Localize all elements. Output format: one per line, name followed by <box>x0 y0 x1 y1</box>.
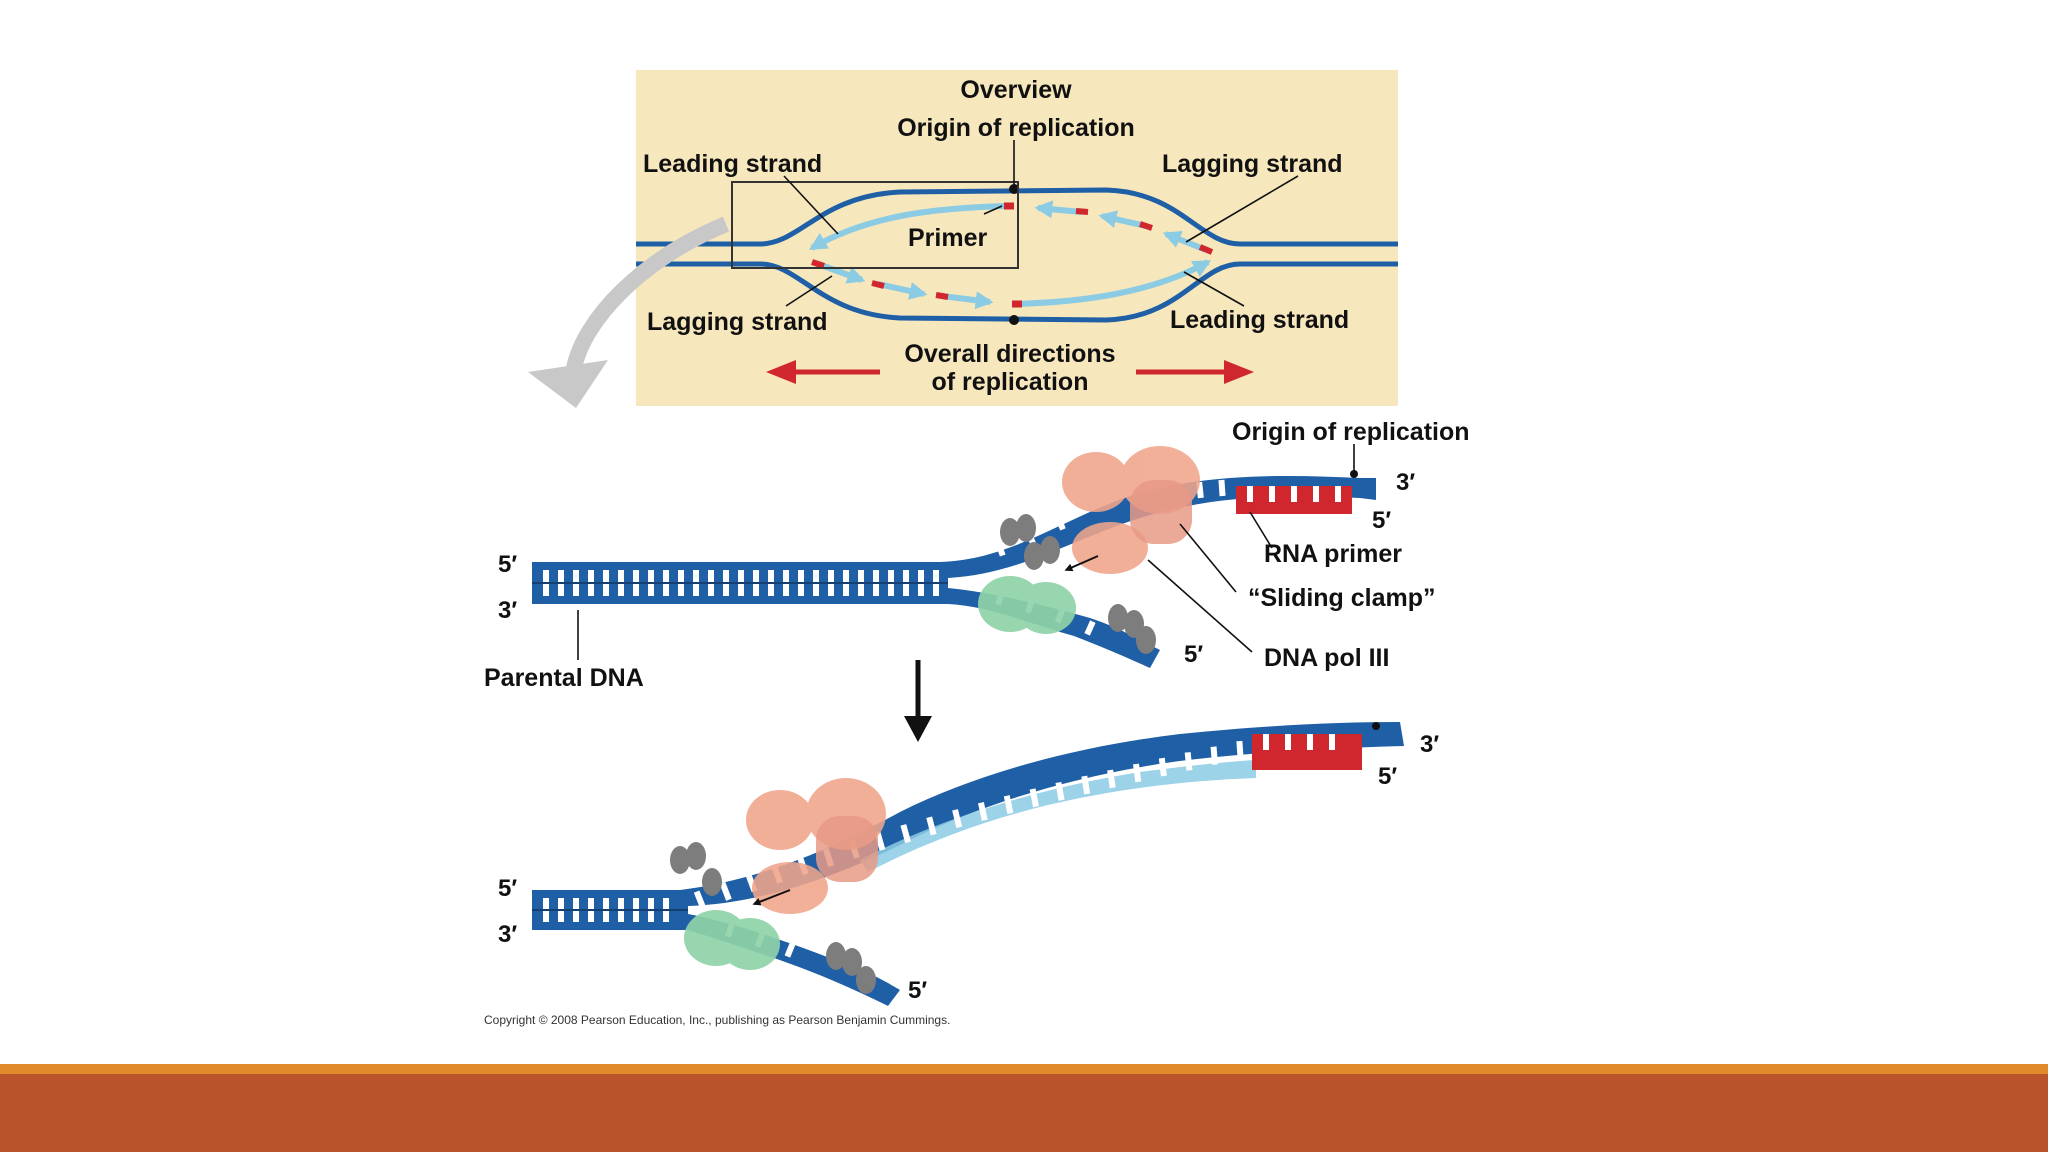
helicase-1 <box>978 576 1076 634</box>
replication-fork-detail-2: 5′ 3′ 3′ 5′ 5′ <box>498 722 1439 1006</box>
base-pair-rung <box>952 809 963 829</box>
sliding-clamp-1 <box>1130 480 1192 544</box>
five-prime-lagging-2: 5′ <box>908 977 927 1004</box>
helicase-2 <box>684 910 780 970</box>
leading-strand-top-label: Leading strand <box>643 150 822 178</box>
five-prime-left-2: 5′ <box>498 875 517 902</box>
directions-label-line2: of replication <box>932 368 1089 396</box>
directions-label-line1: Overall directions <box>904 340 1115 368</box>
overview-panel: Overview Origin of replication Leading s… <box>636 70 1398 406</box>
base-pair-rung <box>1133 763 1142 783</box>
sliding-clamp-2 <box>816 816 878 882</box>
base-pair-rung <box>1054 513 1066 531</box>
origin-label-detail: Origin of replication <box>1232 418 1470 446</box>
fork-arrow-1 <box>1064 555 1099 572</box>
base-pair-rung <box>900 824 911 844</box>
three-prime-right-2: 3′ <box>1420 731 1439 758</box>
three-prime-left-1: 3′ <box>498 597 517 624</box>
overview-title: Overview <box>960 76 1072 104</box>
lagging-strand-bottom-fragments <box>811 259 994 310</box>
primer-label: Primer <box>908 224 987 252</box>
base-pair-rung <box>977 802 988 821</box>
zoom-arrow <box>528 216 730 408</box>
direction-arrow-left <box>766 360 880 384</box>
five-prime-right-1: 5′ <box>1372 507 1391 534</box>
base-pair-rung <box>1184 752 1193 771</box>
rna-primer-rungs-1 <box>1247 486 1341 502</box>
base-pair-rung <box>784 942 796 958</box>
dna-pol-label: DNA pol III <box>1264 644 1389 672</box>
base-pair-rung <box>719 881 732 901</box>
rna-primer-label: RNA primer <box>1264 540 1402 568</box>
base-pair-rung <box>1313 486 1319 502</box>
base-pair-rung <box>1307 734 1313 750</box>
base-pair-rung <box>994 539 1006 557</box>
rna-primer-rungs-2 <box>1263 734 1335 750</box>
ssb-proteins-1 <box>1000 514 1156 654</box>
base-pair-rung <box>1003 795 1014 814</box>
base-pair-rung <box>1158 757 1167 777</box>
fork-arrow-2 <box>752 889 791 906</box>
sliding-clamp-label: “Sliding clamp” <box>1248 584 1436 612</box>
base-pair-rung <box>1055 781 1065 801</box>
base-pair-rung <box>1107 769 1116 789</box>
lagging-strand-bottom-label: Lagging strand <box>647 308 828 336</box>
origin-dot-bottom <box>1009 315 1019 325</box>
base-pair-rung <box>1291 486 1297 502</box>
five-prime-lagging-1: 5′ <box>1184 641 1203 668</box>
progression-arrow <box>904 660 932 742</box>
base-pair-rung <box>1247 486 1253 502</box>
parental-dna-label: Parental DNA <box>484 664 644 692</box>
base-pair-rung <box>1269 486 1275 502</box>
base-pair-rung <box>1218 479 1226 497</box>
leading-strand-bottom-label: Leading strand <box>1170 306 1349 334</box>
base-pair-rung <box>1335 486 1341 502</box>
base-pair-rung <box>1084 620 1096 636</box>
detail-1-leader-lines <box>577 444 1355 660</box>
overview-origin-label: Origin of replication <box>897 114 1135 142</box>
footer-accent-line <box>0 1064 2048 1074</box>
three-prime-left-2: 3′ <box>498 921 517 948</box>
five-prime-left-1: 5′ <box>498 551 517 578</box>
footer-bar <box>0 1074 2048 1152</box>
base-pair-rung <box>1285 734 1291 750</box>
base-pair-rung <box>926 816 937 836</box>
base-pair-rung <box>1029 788 1039 808</box>
direction-arrow-right <box>1136 360 1254 384</box>
three-prime-right-1: 3′ <box>1396 469 1415 496</box>
base-pair-rung <box>1263 734 1269 750</box>
five-prime-right-2: 5′ <box>1378 763 1397 790</box>
base-pair-rung <box>1210 746 1219 765</box>
zoom-box <box>731 181 1019 269</box>
base-pair-rung <box>693 890 707 910</box>
origin-dot-detail-2 <box>1372 722 1380 730</box>
leading-strand-top-arrow <box>808 202 1014 251</box>
base-pair-rung <box>1236 740 1244 760</box>
copyright-text: Copyright © 2008 Pearson Education, Inc.… <box>484 1013 950 1027</box>
lagging-strand-top-label: Lagging strand <box>1162 150 1343 178</box>
replication-fork-detail-1: Origin of replication RNA primer “Slidin… <box>484 418 1470 692</box>
base-pair-rung <box>1081 775 1091 795</box>
ssb-proteins-2 <box>670 842 876 994</box>
base-pair-rung <box>1329 734 1335 750</box>
overview-leader-lines <box>783 140 1299 307</box>
